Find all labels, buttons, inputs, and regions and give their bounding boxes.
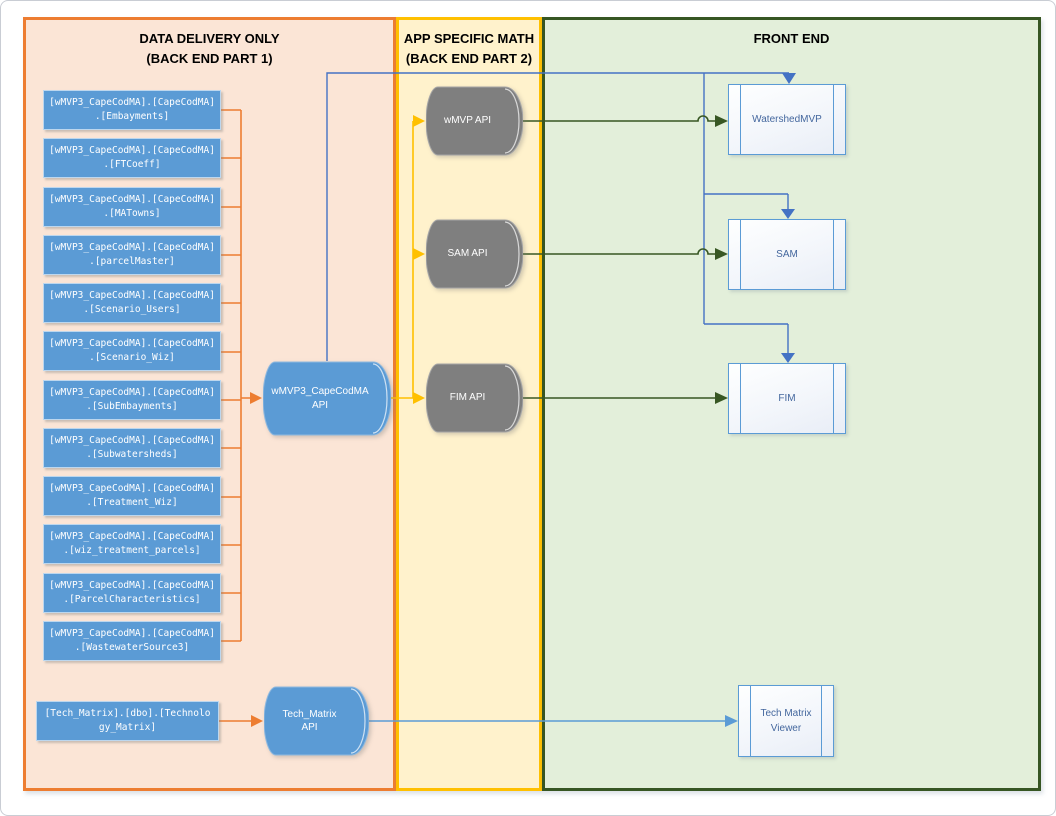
db-table-box: [wMVP3_CapeCodMA].[CapeCodMA] .[Wastewate…: [43, 621, 221, 661]
db-table-name-line: [wMVP3_CapeCodMA].[CapeCodMA]: [49, 338, 215, 350]
section-title-line: APP SPECIFIC MATH: [403, 31, 535, 46]
api-cylinder-sam-api: SAM API: [425, 219, 524, 289]
frontend-app-fim: FIM: [728, 363, 846, 434]
frontend-app-label: WatershedMVP: [752, 114, 822, 125]
db-table-name-line: [wMVP3_CapeCodMA].[CapeCodMA]: [49, 145, 215, 157]
api-cylinder-label: API: [301, 722, 318, 733]
db-table-name-line: [wMVP3_CapeCodMA].[CapeCodMA]: [49, 580, 215, 592]
section-title-line: (BACK END PART 1): [146, 51, 273, 67]
db-table-name-line: .[wiz_treatment_parcels]: [63, 545, 201, 556]
db-table-box: [wMVP3_CapeCodMA].[CapeCodMA] .[Scenario_…: [43, 331, 221, 371]
db-table-box: [wMVP3_CapeCodMA].[CapeCodMA] .[wiz_treat…: [43, 524, 221, 564]
db-table-name-line: .[Treatment_Wiz]: [86, 497, 178, 508]
db-table-name-line: .[Subwatersheds]: [86, 449, 178, 460]
section-title-app-specific-math: APP SPECIFIC MATH (BACK END PART 2): [399, 29, 539, 69]
frontend-app-label: FIM: [778, 393, 796, 404]
db-table-name-line: [Tech_Matrix].[dbo].[Technolo: [44, 708, 211, 720]
cylinder-shape: [262, 361, 392, 436]
db-table-name-line: [wMVP3_CapeCodMA].[CapeCodMA]: [49, 531, 215, 543]
db-table-name-line: .[Scenario_Wiz]: [89, 352, 175, 363]
db-table-box: [wMVP3_CapeCodMA].[CapeCodMA] .[Subwaters…: [43, 428, 221, 468]
api-cylinder-main-db-api: wMVP3_CapeCodMA API: [262, 361, 392, 436]
db-table-box-tech-matrix: [Tech_Matrix].[dbo].[Technolo gy_Matrix]: [36, 701, 219, 741]
db-table-name-line: .[ParcelCharacteristics]: [63, 594, 201, 605]
db-table-name-line: .[Scenario_Users]: [83, 304, 181, 315]
cylinder-shape: [425, 363, 524, 433]
api-cylinder-label: SAM API: [447, 248, 488, 260]
section-title-line: FRONT END: [753, 31, 830, 46]
db-table-name-line: .[Embayments]: [94, 111, 170, 122]
section-title-line: DATA DELIVERY ONLY: [139, 31, 280, 46]
api-cylinder-wmvp-api: wMVP API: [425, 86, 524, 156]
db-table-name-line: .[parcelMaster]: [89, 256, 175, 267]
section-title-front-end: FRONT END: [545, 29, 1038, 49]
api-cylinder-label: wMVP API: [443, 115, 492, 127]
db-table-name-line: .[FTCoeff]: [103, 159, 161, 170]
db-table-name-line: .[WastewaterSource3]: [74, 642, 190, 653]
api-cylinder-label: API: [311, 399, 329, 411]
frontend-app-tech-matrix-viewer: Tech Matrix Viewer: [738, 685, 834, 757]
section-title-line: (BACK END PART 2): [405, 51, 533, 67]
db-table-name-line: .[MATowns]: [103, 208, 161, 219]
api-cylinder-label: wMVP3_CapeCodMA: [271, 386, 369, 397]
db-table-box: [wMVP3_CapeCodMA].[CapeCodMA] .[FTCoeff]: [43, 138, 221, 178]
frontend-app-label: SAM: [776, 249, 798, 260]
api-cylinder-label: Tech_Matrix: [282, 708, 337, 720]
section-title-data-delivery: DATA DELIVERY ONLY (BACK END PART 1): [26, 29, 393, 69]
cylinder-shape: [263, 686, 370, 756]
db-table-box: [wMVP3_CapeCodMA].[CapeCodMA] .[Scenario_…: [43, 283, 221, 323]
db-table-box: [wMVP3_CapeCodMA].[CapeCodMA] .[parcelMas…: [43, 235, 221, 275]
db-table-name-line: [wMVP3_CapeCodMA].[CapeCodMA]: [49, 435, 215, 447]
db-table-name-line: [wMVP3_CapeCodMA].[CapeCodMA]: [49, 483, 215, 495]
api-cylinder-label: FIM API: [449, 392, 486, 404]
frontend-app-label: Tech Matrix Viewer: [760, 708, 812, 734]
db-table-name-line: [wMVP3_CapeCodMA].[CapeCodMA]: [49, 194, 215, 206]
db-table-box: [wMVP3_CapeCodMA].[CapeCodMA] .[Treatment…: [43, 476, 221, 516]
db-table-name-line: [wMVP3_CapeCodMA].[CapeCodMA]: [49, 242, 215, 254]
db-table-box: [wMVP3_CapeCodMA].[CapeCodMA] .[SubEmbaym…: [43, 380, 221, 420]
frontend-app-watershedmvp: WatershedMVP: [728, 84, 846, 155]
frontend-app-sam: SAM: [728, 219, 846, 290]
db-table-name-line: .[SubEmbayments]: [86, 401, 178, 412]
db-table-name-line: [wMVP3_CapeCodMA].[CapeCodMA]: [49, 387, 215, 399]
db-table-name-line: [wMVP3_CapeCodMA].[CapeCodMA]: [49, 97, 215, 109]
db-table-name-line: [wMVP3_CapeCodMA].[CapeCodMA]: [49, 628, 215, 640]
db-table-box: [wMVP3_CapeCodMA].[CapeCodMA] .[MATowns]: [43, 187, 221, 227]
db-table-name-line: gy_Matrix]: [98, 722, 157, 733]
db-table-name-line: [wMVP3_CapeCodMA].[CapeCodMA]: [49, 290, 215, 302]
api-cylinder-fim-api: FIM API: [425, 363, 524, 433]
db-table-box: [wMVP3_CapeCodMA].[CapeCodMA] .[Embayment…: [43, 90, 221, 130]
db-table-box: [wMVP3_CapeCodMA].[CapeCodMA] .[ParcelCha…: [43, 573, 221, 613]
